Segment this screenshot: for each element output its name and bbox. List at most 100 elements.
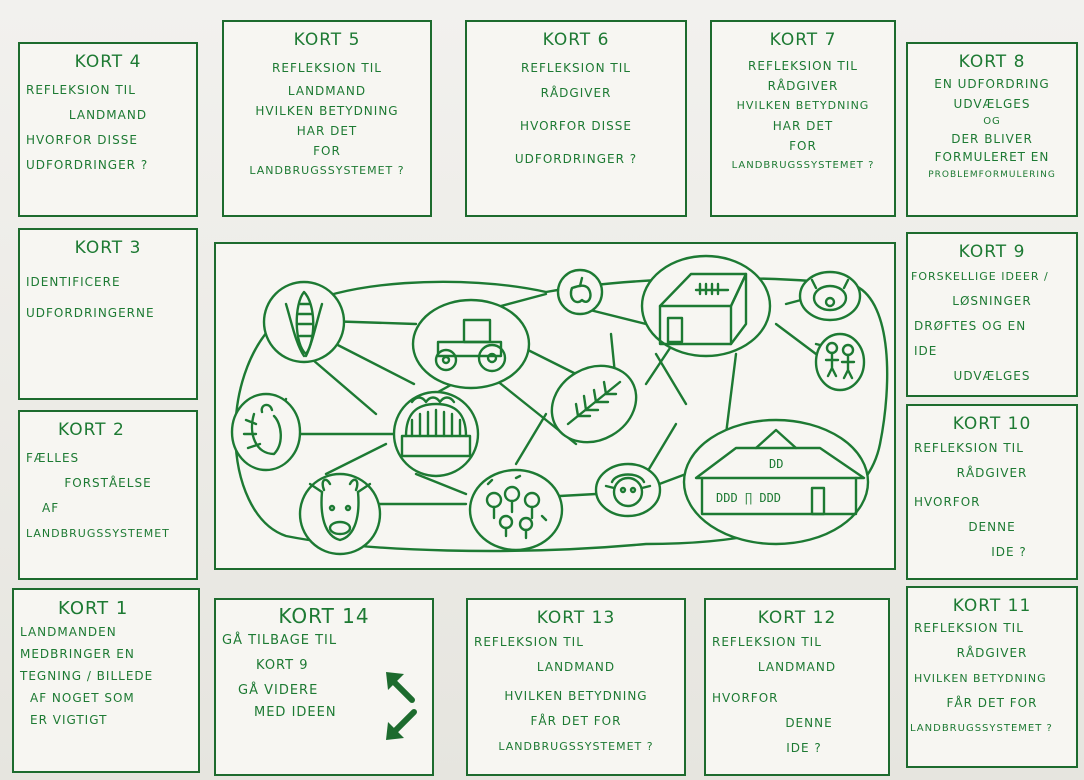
card-line: HVILKEN BETYDNING	[914, 672, 1047, 685]
trees-node	[468, 468, 564, 552]
card-line: IDE ?	[991, 545, 1027, 559]
card-line: LANDBRUGSSYSTEMET	[26, 527, 170, 540]
card-title: KORT 2	[58, 420, 125, 440]
farmhouse-bottom-windows: DDD ∏ DDD	[716, 491, 781, 505]
arrow-down-left-icon	[386, 709, 417, 740]
card-line: LØSNINGER	[952, 294, 1032, 308]
card-line: TEGNING / BILLEDE	[20, 669, 154, 683]
card-title: KORT 6	[542, 30, 610, 50]
card-title: KORT 11	[952, 596, 1032, 616]
card-line: LANDMAND	[757, 660, 837, 674]
card-line: EN UDFORDRING	[934, 77, 1050, 91]
card-line: MEDBRINGER EN	[20, 647, 135, 661]
card-line: AF	[42, 501, 60, 515]
pig-node	[798, 270, 862, 322]
card-kort-4: KORT 4 REFLEKSION TIL LANDMAND HVORFOR D…	[18, 42, 198, 217]
card-line: REFLEKSION TIL	[474, 635, 584, 649]
card-line: PROBLEMFORMULERING	[928, 170, 1056, 180]
farmhouse-top-windows: DD	[769, 457, 783, 471]
card-line: UDVÆLGES	[953, 97, 1031, 111]
card-line: UDFORDRINGER ?	[26, 158, 149, 172]
sheep-node	[594, 462, 662, 518]
card-line: LANDBRUGSSYSTEMET ?	[498, 740, 654, 753]
card-title: KORT 3	[74, 238, 142, 258]
card-line: REFLEKSION TIL	[914, 621, 1024, 635]
card-line: LANDBRUGSSYSTEMET ?	[731, 160, 875, 171]
card-kort-13: KORT 13 REFLEKSION TIL LANDMAND HVILKEN …	[466, 598, 686, 776]
card-line: REFLEKSION TIL	[712, 635, 822, 649]
card-title: KORT 1	[58, 598, 129, 619]
card-kort-10: KORT 10 REFLEKSION TIL RÅDGIVER HVORFOR …	[906, 404, 1078, 580]
corn-node	[262, 280, 346, 364]
card-line: IDE	[914, 344, 938, 358]
card-line: FORSKELLIGE IDEER /	[911, 270, 1049, 283]
card-title: KORT 13	[536, 608, 616, 628]
card-line: LANDBRUGSSYSTEMET ?	[910, 723, 1053, 734]
card-line: REFLEKSION TIL	[272, 61, 382, 75]
card-kort-5: KORT 5 REFLEKSION TIL LANDMAND HVILKEN B…	[222, 20, 432, 217]
card-kort-2: KORT 2 FÆLLES FORSTÅELSE AF LANDBRUGSSYS…	[18, 410, 198, 580]
card-kort-8: KORT 8 EN UDFORDRING UDVÆLGES OG DER BLI…	[906, 42, 1078, 217]
card-line: HAR DET	[772, 119, 834, 133]
card-line: FÆLLES	[26, 451, 80, 465]
tractor-node	[411, 298, 531, 390]
card-line: LANDMANDEN	[20, 625, 117, 639]
card-line: HVILKEN BETYDNING	[255, 104, 399, 118]
card-line: RÅDGIVER	[956, 646, 1028, 660]
card-title: KORT 4	[74, 52, 142, 72]
card-line: REFLEKSION TIL	[914, 441, 1024, 455]
card-line: REFLEKSION TIL	[521, 61, 631, 75]
card-line: LANDMAND	[287, 84, 367, 98]
card-line: MED IDEEN	[254, 705, 337, 720]
card-title: KORT 9	[958, 242, 1026, 262]
card-title: KORT 8	[958, 52, 1026, 72]
card-title: KORT 5	[293, 30, 361, 50]
card-line: LANDMAND	[536, 660, 616, 674]
hen-node	[230, 392, 302, 472]
card-kort-14: KORT 14 GÅ TILBAGE TIL KORT 9 GÅ VIDERE …	[214, 598, 434, 776]
card-title: KORT 12	[757, 608, 837, 628]
card-line: LANDBRUGSSYSTEMET ?	[249, 164, 405, 177]
card-line: HVORFOR	[712, 691, 779, 705]
card-kort-11: KORT 11 REFLEKSION TIL RÅDGIVER HVILKEN …	[906, 586, 1078, 768]
card-line: FÅR DET FOR	[946, 696, 1038, 710]
farm-system-drawing: DD DDD ∏ DDD	[230, 254, 889, 556]
card-line: DER BLIVER	[951, 132, 1033, 146]
card-line: FOR	[789, 139, 817, 153]
children-node	[814, 332, 866, 392]
card-line: HAR DET	[296, 124, 358, 138]
card-line: HVORFOR DISSE	[26, 133, 138, 147]
card-line: FORSTÅELSE	[64, 476, 152, 490]
card-line: IDE ?	[786, 741, 822, 755]
card-line: HVILKEN BETYDNING	[504, 689, 648, 703]
card-line: RÅDGIVER	[540, 86, 612, 100]
card-line: HVORFOR DISSE	[520, 119, 632, 133]
card-line: DRØFTES OG EN	[914, 319, 1027, 333]
card-line: DENNE	[968, 520, 1016, 534]
card-line: REFLEKSION TIL	[748, 59, 858, 73]
card-line: OG	[983, 116, 1001, 127]
card-kort-7: KORT 7 REFLEKSION TIL RÅDGIVER HVILKEN B…	[710, 20, 896, 217]
card-kort-3: KORT 3 IDENTIFICERE UDFORDRINGERNE	[18, 228, 198, 400]
barn-node	[640, 254, 772, 358]
arrow-up-left-icon	[386, 672, 415, 703]
card-kort-1: KORT 1 LANDMANDEN MEDBRINGER EN TEGNING …	[12, 588, 200, 773]
farm-system-panel: DD DDD ∏ DDD	[214, 242, 896, 570]
card-line: FÅR DET FOR	[530, 714, 622, 728]
card-line: HVILKEN BETYDNING	[736, 99, 870, 112]
grain-node	[550, 364, 638, 444]
card-line: KORT 9	[256, 658, 309, 673]
card-line: GÅ TILBAGE TIL	[222, 633, 338, 648]
card-line: REFLEKSION TIL	[26, 83, 136, 97]
card-kort-9: KORT 9 FORSKELLIGE IDEER / LØSNINGER DRØ…	[906, 232, 1078, 397]
card-line: HVORFOR	[914, 495, 981, 509]
card-line: AF NOGET SOM	[30, 691, 135, 705]
card-line: ER VIGTIGT	[30, 713, 108, 727]
card-line: DENNE	[785, 716, 833, 730]
outer-loop-line	[234, 277, 889, 553]
card-title: KORT 14	[278, 604, 370, 628]
card-title: KORT 10	[952, 414, 1032, 434]
apple-node	[556, 268, 604, 316]
card-line: LANDMAND	[68, 108, 148, 122]
